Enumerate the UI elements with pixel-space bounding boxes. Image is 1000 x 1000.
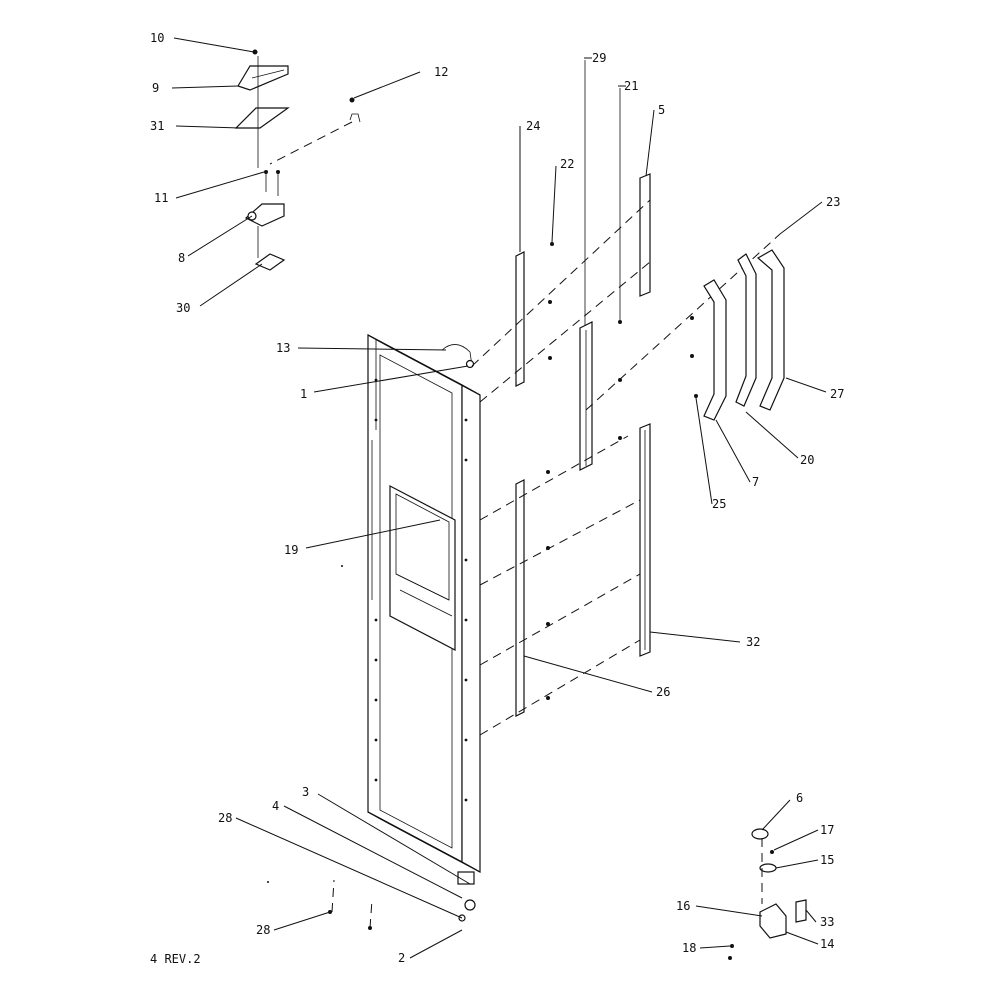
callout-8: 8 bbox=[178, 251, 185, 265]
callout-31: 31 bbox=[150, 119, 164, 133]
bottom-hinge-assembly bbox=[728, 828, 807, 960]
callout-20: 20 bbox=[800, 453, 814, 467]
callout-33: 33 bbox=[820, 915, 834, 929]
handle-parts bbox=[690, 249, 785, 421]
callout-24: 24 bbox=[526, 119, 540, 133]
vertical-strips bbox=[471, 60, 781, 736]
callout-16: 16 bbox=[676, 899, 690, 913]
callout-labels: 10 9 31 12 11 8 30 13 1 19 24 22 29 21 5… bbox=[150, 31, 844, 965]
callout-22: 22 bbox=[560, 157, 574, 171]
callout-6: 6 bbox=[796, 791, 803, 805]
callout-11: 11 bbox=[154, 191, 168, 205]
callout-18: 18 bbox=[682, 941, 696, 955]
callout-30: 30 bbox=[176, 301, 190, 315]
frame-holes bbox=[374, 378, 468, 802]
callout-27: 27 bbox=[830, 387, 844, 401]
leader-lines bbox=[171, 37, 827, 959]
callout-5: 5 bbox=[658, 103, 665, 117]
revision-label: 4 REV.2 bbox=[150, 952, 201, 966]
callout-7: 7 bbox=[752, 475, 759, 489]
callout-32: 32 bbox=[746, 635, 760, 649]
callout-21: 21 bbox=[624, 79, 638, 93]
callout-1: 1 bbox=[300, 387, 307, 401]
callout-13: 13 bbox=[276, 341, 290, 355]
callout-3: 3 bbox=[302, 785, 309, 799]
callout-23: 23 bbox=[826, 195, 840, 209]
callout-14: 14 bbox=[820, 937, 834, 951]
callout-25: 25 bbox=[712, 497, 726, 511]
callout-12: 12 bbox=[434, 65, 448, 79]
callout-28-top: 28 bbox=[218, 811, 232, 825]
callout-10: 10 bbox=[150, 31, 164, 45]
callout-17: 17 bbox=[820, 823, 834, 837]
callout-28-bottom: 28 bbox=[256, 923, 270, 937]
callout-15: 15 bbox=[820, 853, 834, 867]
callout-19: 19 bbox=[284, 543, 298, 557]
callout-9: 9 bbox=[152, 81, 159, 95]
top-hinge-assembly bbox=[234, 49, 361, 271]
callout-4: 4 bbox=[272, 799, 279, 813]
callout-29: 29 bbox=[592, 51, 606, 65]
callout-2: 2 bbox=[398, 951, 405, 965]
callout-26: 26 bbox=[656, 685, 670, 699]
